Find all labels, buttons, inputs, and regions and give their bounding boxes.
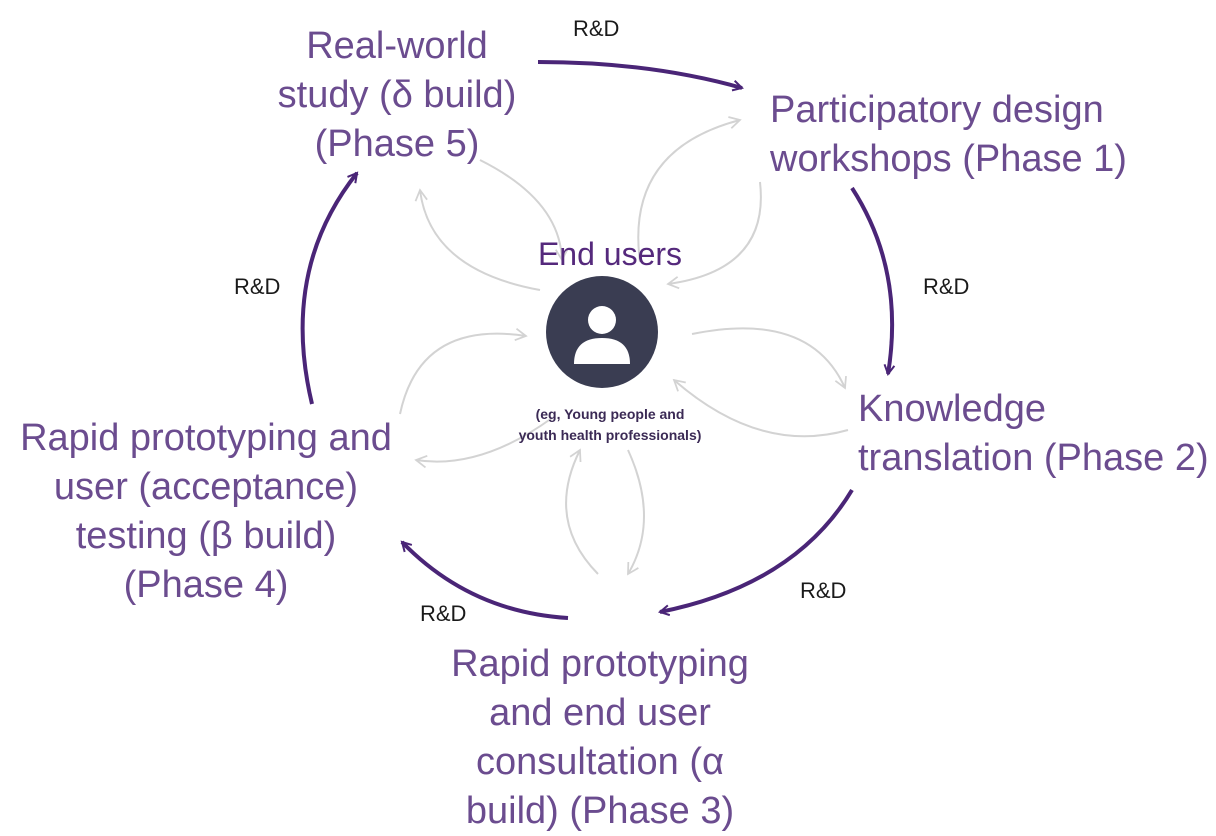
phase-3-label: Rapid prototyping and end user consultat…	[451, 643, 749, 832]
exchange-arrow-to-phase-1	[637, 116, 742, 263]
exchange-arrow-to-phase-4	[414, 417, 553, 469]
exchange-arrow-from-phase-4	[399, 327, 528, 415]
rd-label-top: R&D	[573, 16, 620, 41]
exchange-arrow-from-phase-3	[565, 448, 599, 575]
cycle-arrow-1-to-2	[850, 186, 892, 374]
rd-label-right: R&D	[923, 274, 970, 299]
exchange-arrow-to-phase-3	[627, 449, 645, 576]
phase-4-label: Rapid prototyping and user (acceptance) …	[20, 417, 392, 606]
exchange-arrow-from-phase-1	[666, 181, 762, 290]
exchange-arrow-to-phase-2	[691, 327, 847, 390]
cycle-arrow-3-to-4	[402, 542, 569, 620]
phase-2-label: Knowledge translation (Phase 2)	[858, 388, 1209, 479]
phase-5-label: Real-world study (δ build) (Phase 5)	[277, 25, 517, 165]
end-users-avatar	[546, 276, 658, 388]
end-users-title: End users	[537, 236, 683, 272]
exchange-arrow-from-phase-2	[672, 378, 849, 438]
exchange-arrow-from-phase-5	[479, 159, 569, 262]
exchange-arrow-to-phase-5	[414, 188, 541, 291]
cycle-arrow-2-to-3	[660, 488, 854, 612]
rd-label-left: R&D	[234, 274, 281, 299]
rd-label-bottom-right: R&D	[800, 578, 847, 603]
end-user-exchange-arrows	[399, 116, 849, 576]
rd-label-bottom-left: R&D	[420, 601, 467, 626]
cycle-arrow-5-to-1	[537, 60, 742, 88]
end-users-subtitle: (eg, Young people and youth health profe…	[518, 406, 702, 443]
phase-1-label: Participatory design workshops (Phase 1)	[770, 89, 1127, 180]
cycle-arrows	[300, 60, 893, 620]
cycle-arrow-4-to-5	[300, 173, 359, 405]
user-icon	[574, 306, 630, 364]
